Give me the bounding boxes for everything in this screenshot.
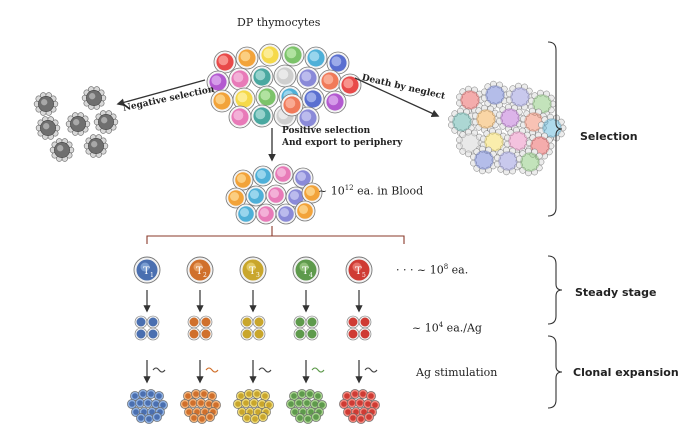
dp-thymocyte-cell <box>228 105 252 129</box>
export-periphery-label: And export to periphery <box>282 138 403 148</box>
blood-t-cell <box>252 165 274 187</box>
dp-thymocyte-cell <box>304 46 328 70</box>
blood-t-cell <box>292 167 314 189</box>
clone-subscript: 1 <box>150 272 154 279</box>
ag-stimulation-label: Ag stimulation <box>416 366 498 379</box>
neglected-cell <box>538 113 567 143</box>
clone-subscript: 4 <box>309 272 313 279</box>
dp-thymocyte-cell <box>255 85 279 109</box>
blood-t-cell <box>265 184 287 206</box>
dp-thymocyte-cell <box>296 66 320 90</box>
dp-thymocyte-cell <box>250 65 274 89</box>
dp-thymocyte-cell <box>206 70 230 94</box>
apoptotic-cell <box>35 116 61 140</box>
dp-thymocyte-cell <box>228 67 252 91</box>
steady-stage-brace <box>547 255 563 325</box>
clone-count-label: · · · ~ 108 ea. <box>396 263 469 277</box>
dp-thymocyte-cell <box>235 46 259 70</box>
clone-subscript: 2 <box>203 272 207 279</box>
antigen-icon <box>152 367 166 373</box>
neglect-arrow <box>354 77 440 117</box>
neglected-cell <box>481 80 510 110</box>
clone-bracket <box>146 235 405 244</box>
dp-thymocyte-cell <box>296 106 320 130</box>
clone-label: T <box>302 266 309 277</box>
dp-thymocyte-cell <box>318 69 342 93</box>
clone-label: T <box>196 266 203 277</box>
dp-thymocyte-cell <box>250 104 274 128</box>
clone-subscript: 3 <box>256 272 260 279</box>
antigen-icon <box>364 367 378 373</box>
dp-thymocyte-cell <box>338 73 362 97</box>
apoptotic-cell <box>33 92 59 116</box>
dp-thymocyte-cell <box>232 87 256 111</box>
clone-label: T <box>249 266 256 277</box>
blood-t-cell <box>232 169 254 191</box>
dp-thymocyte-cell <box>326 51 350 75</box>
positive-selection-label: Positive selection <box>282 126 371 136</box>
dp-thymocyte-cell <box>281 43 305 67</box>
dp-thymocyte-cell <box>213 50 237 74</box>
dp-thymocyte-cell <box>210 89 234 113</box>
neglected-cell <box>472 104 501 134</box>
section-clonal-expansion: Clonal expansion <box>573 366 679 379</box>
neglected-cell <box>504 126 533 156</box>
dp-thymocyte-cell <box>301 87 325 111</box>
dp-thymocyte-cell <box>280 93 304 117</box>
blood-t-cell <box>301 182 323 204</box>
clone-label: T <box>355 266 362 277</box>
blood-t-cell <box>245 185 267 207</box>
blood-t-cell <box>255 203 277 225</box>
section-steady-stage: Steady stage <box>575 286 657 299</box>
dp-thymocyte-cell <box>323 90 347 114</box>
apoptotic-cell <box>93 110 119 134</box>
blood-t-cell <box>275 203 297 225</box>
clone-label: T <box>143 266 150 277</box>
antigen-icon <box>258 367 272 373</box>
apoptotic-cell <box>83 134 109 158</box>
apoptotic-cell <box>81 86 107 110</box>
blood-t-cell <box>272 163 294 185</box>
selection-brace <box>547 41 563 217</box>
dp-thymocyte-cell <box>273 64 297 88</box>
blood-t-cell <box>294 200 316 222</box>
section-selection: Selection <box>580 130 638 143</box>
antigen-icon <box>311 367 325 373</box>
dp-thymocyte-cell <box>258 43 282 67</box>
blood-t-cell <box>225 187 247 209</box>
neglected-cell <box>516 147 545 177</box>
clonal-expansion-brace <box>547 335 563 409</box>
clone-subscript: 5 <box>362 272 366 279</box>
blood-t-cell <box>235 203 257 225</box>
apoptotic-cell <box>49 138 75 162</box>
ag-count-label: ~ 104 ea./Ag <box>412 321 482 335</box>
blood-count-label: ~ 1012 ea. in Blood <box>318 184 424 198</box>
apoptotic-cell <box>65 112 91 136</box>
dp-thymocytes-label: DP thymocytes <box>237 16 321 29</box>
negative-selection-arrow <box>116 79 206 107</box>
antigen-icon <box>205 367 219 373</box>
